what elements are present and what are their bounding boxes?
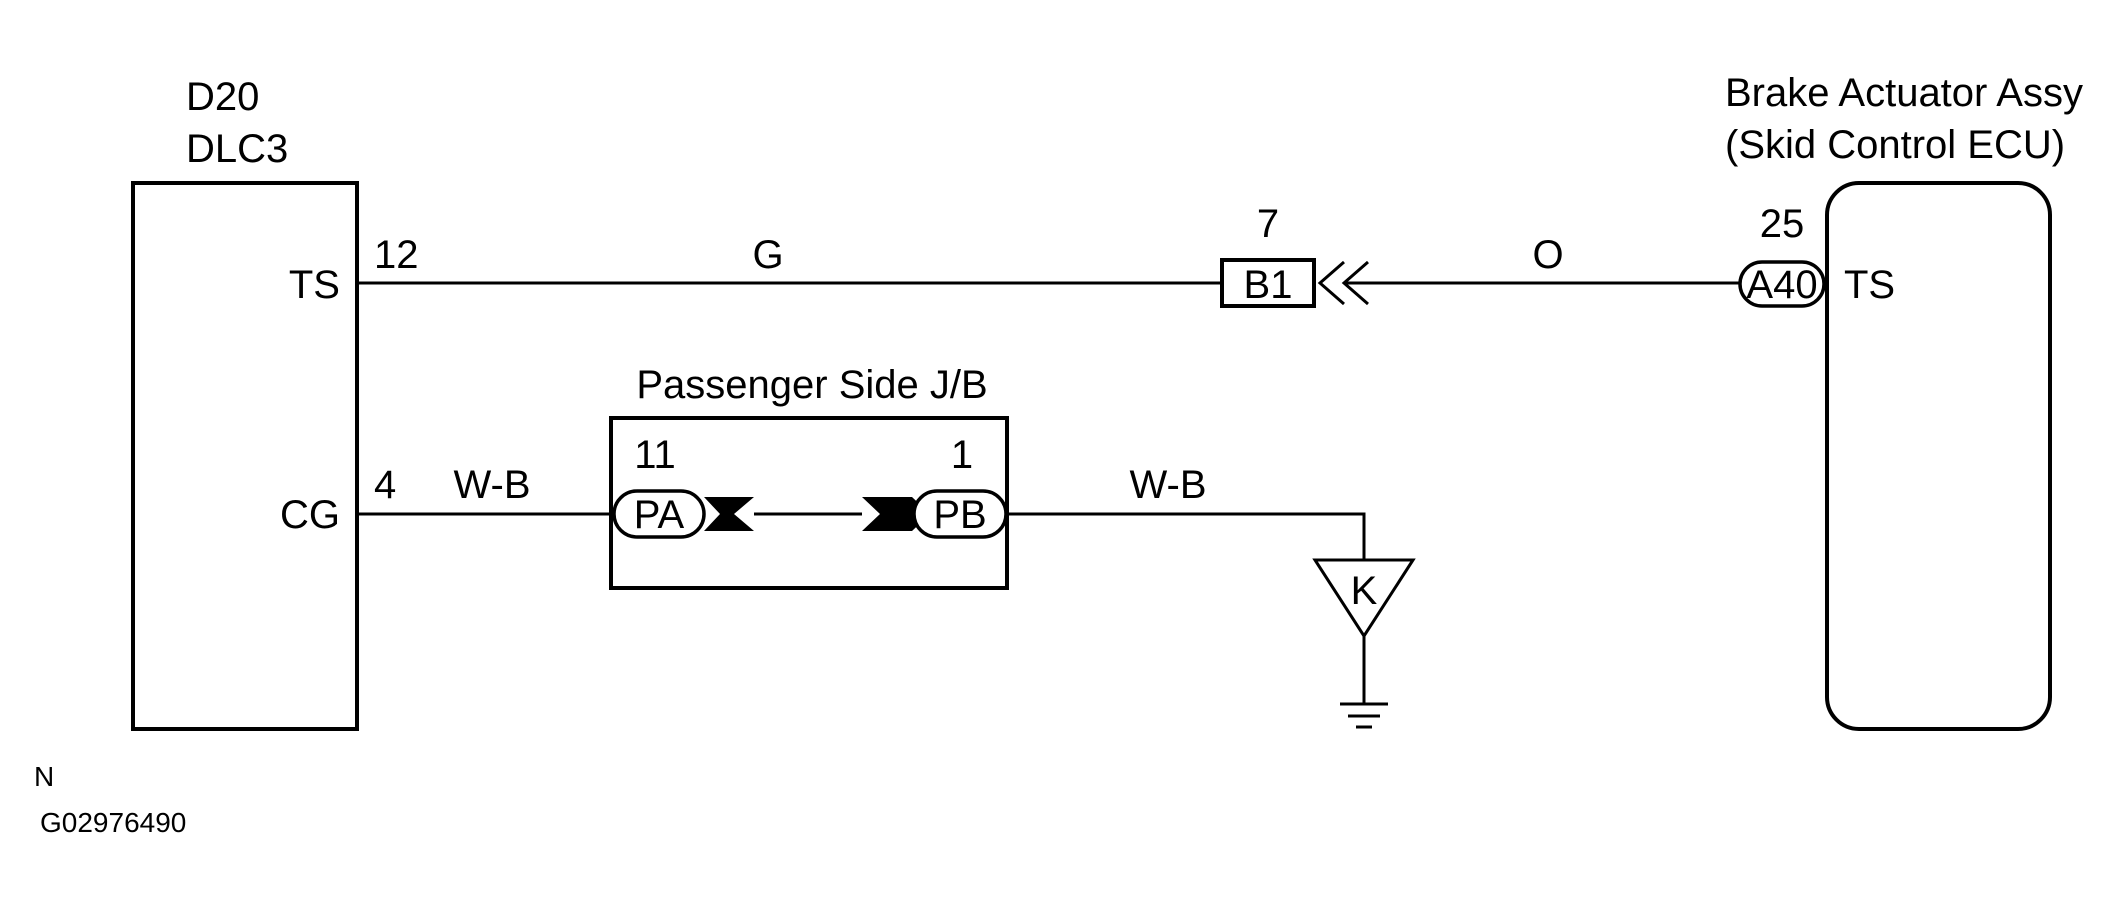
connector-a40-label: A40: [1746, 263, 1817, 307]
ground-point-label: K: [1351, 569, 1378, 613]
connector-pa-label: PA: [634, 493, 685, 537]
ts-wire-color-left: G: [752, 233, 783, 277]
cg-wire-right: [1006, 512, 1366, 560]
dlc3-code: D20: [186, 75, 259, 119]
connector-a40-plug: [1738, 260, 1826, 308]
connector-b1-pin: 7: [1257, 202, 1279, 246]
connector-pb-pin: 1: [951, 433, 973, 477]
pa-arrow-icon: [704, 497, 754, 531]
ground-point-triangle: [1312, 558, 1416, 639]
figure-id: G02976490: [40, 807, 186, 838]
connector-a40-pin: 25: [1760, 202, 1805, 246]
connector-pb-label: PB: [933, 493, 986, 537]
dlc3-name: DLC3: [186, 127, 288, 171]
connector-b1-label: B1: [1244, 263, 1293, 307]
connector-pa-plug: [612, 489, 706, 539]
dlc3-pin-ts-label: TS: [289, 263, 340, 307]
footer-note: N: [34, 761, 54, 792]
connector-b1-box: [1220, 258, 1316, 308]
junction-block-box: [609, 416, 1009, 590]
actuator-box: [1825, 181, 2052, 731]
cg-wire-color-left: W-B: [453, 463, 530, 507]
ts-wire-color-right: O: [1532, 233, 1563, 277]
connector-pa-pin: 11: [634, 433, 676, 477]
actuator-name-line1: Brake Actuator Assy: [1725, 71, 2083, 115]
junction-block-title: Passenger Side J/B: [636, 363, 987, 407]
dlc3-box: [131, 181, 359, 731]
cg-pin-number: 4: [374, 463, 396, 507]
connector-chevron-1: [1317, 260, 1345, 306]
dlc3-pin-cg-label: CG: [280, 493, 340, 537]
pb-arrow-icon: [862, 497, 930, 531]
actuator-name-line2: (Skid Control ECU): [1725, 123, 2065, 167]
actuator-pin-ts-label: TS: [1844, 263, 1895, 307]
ts-pin-number: 12: [374, 233, 419, 277]
cg-wire-color-right: W-B: [1129, 463, 1206, 507]
